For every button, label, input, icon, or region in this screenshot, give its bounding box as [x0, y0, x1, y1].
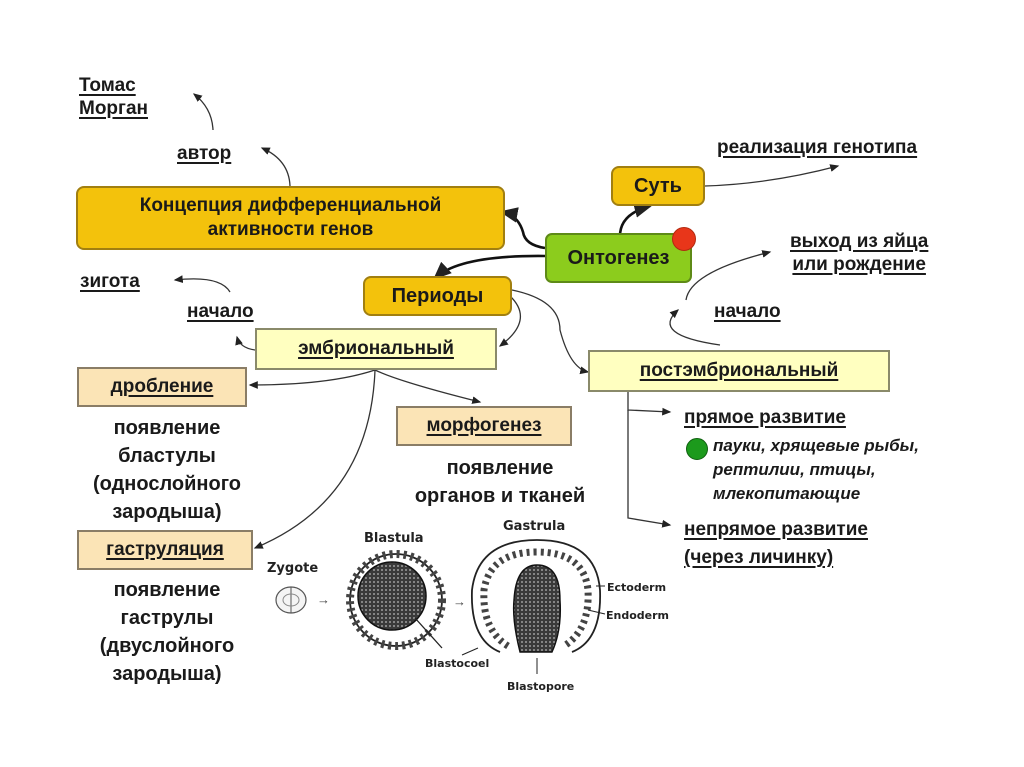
- gastr-desc-4: зародыша): [112, 663, 222, 685]
- arrow-start-to-hatch: [685, 250, 772, 301]
- direct-development-label: прямое развитие: [684, 407, 846, 428]
- arrow-icon-2: →: [453, 594, 466, 609]
- hatch-birth-label: выход из яйца или рождение: [790, 230, 928, 276]
- morphogenesis-box[interactable]: морфогенез: [396, 406, 572, 446]
- cleavage-desc-3: (однослойного: [93, 473, 241, 495]
- cleavage-desc-2: бластулы: [118, 445, 216, 467]
- gastrulation-description: появление гаструлы (двуслойного зародыша…: [72, 576, 262, 688]
- arrow-essence-to-genotype: [704, 164, 840, 187]
- concept-line-2: активности генов: [207, 219, 374, 240]
- red-dot-icon: [672, 227, 696, 251]
- genotype-realization-label: реализация генотипа: [717, 137, 918, 158]
- essence-box[interactable]: Суть: [611, 166, 705, 206]
- cleavage-desc-4: зародыша): [112, 501, 222, 523]
- arrow-author-to-morgan: [192, 93, 214, 131]
- author-label: автор: [177, 143, 232, 164]
- morphogenesis-label: морфогенез: [426, 415, 542, 436]
- green-dot-icon: [686, 438, 708, 460]
- direct-examples: пауки, хрящевые рыбы, рептилии, птицы, м…: [713, 434, 919, 506]
- arrow-periods-to-post: [511, 289, 590, 375]
- arrow-emb-to-gastrulation: [253, 369, 376, 549]
- examples-line-2: рептилии, птицы,: [713, 460, 876, 479]
- morphogenesis-description: появление органов и тканей: [400, 454, 600, 510]
- gastr-desc-2: гаструлы: [120, 607, 214, 629]
- ectoderm-caption: Ectoderm: [607, 581, 666, 594]
- morpho-desc-1: появление: [446, 457, 554, 479]
- gastrulation-box[interactable]: гаструляция: [77, 530, 253, 570]
- arrow-onto-to-periods: [433, 254, 546, 280]
- arrow-emb-to-morpho: [374, 369, 482, 404]
- gastr-desc-1: появление: [113, 579, 221, 601]
- postembryonic-label: постэмбриональный: [639, 360, 839, 381]
- arrow-onto-to-essence: [618, 202, 653, 237]
- postembryonic-box[interactable]: постэмбриональный: [588, 350, 890, 392]
- gastrulation-label: гаструляция: [106, 539, 224, 560]
- gastrula-caption: Gastrula: [503, 519, 565, 534]
- morgan-line-1: Томас: [79, 75, 136, 96]
- indirect-line-1: непрямое развитие: [684, 519, 868, 540]
- arrow-periods-to-embryonic: [498, 295, 522, 347]
- arrow-onto-to-concept: [499, 207, 546, 250]
- blastopore-caption: Blastopore: [507, 680, 574, 693]
- zygote-caption: Zygote: [267, 561, 318, 576]
- hatch-line-1: выход из яйца: [790, 231, 929, 252]
- morpho-desc-2: органов и тканей: [414, 485, 586, 507]
- blastocoel-caption: Blastocoel: [425, 657, 489, 670]
- cleavage-description: появление бластулы (однослойного зародыш…: [72, 414, 262, 526]
- concept-line-1: Концепция дифференциальной: [139, 195, 442, 216]
- start-postembryonic-label: начало: [714, 301, 781, 322]
- concept-box[interactable]: Концепция дифференциальной активности ге…: [76, 186, 505, 250]
- arrow-icon: →: [317, 592, 330, 607]
- endoderm-caption: Endoderm: [606, 609, 669, 622]
- arrow-concept-to-author: [260, 147, 291, 187]
- start-embryonic-label: начало: [187, 301, 254, 322]
- arrow-post-to-indirect: [627, 410, 672, 528]
- morgan-line-2: Морган: [79, 98, 148, 119]
- cleavage-label: дробление: [110, 376, 214, 397]
- tomas-morgan-label: Томас Морган: [79, 74, 148, 120]
- indirect-line-2: (через личинку): [684, 547, 834, 568]
- gastrula-drawing: [461, 539, 606, 674]
- blastula-caption: Blastula: [364, 531, 424, 546]
- gastr-desc-3: (двуслойного: [99, 635, 235, 657]
- hatch-line-2: или рождение: [792, 254, 926, 275]
- cleavage-box[interactable]: дробление: [77, 367, 247, 407]
- examples-line-3: млекопитающие: [713, 484, 861, 503]
- arrow-start-to-zygote: [173, 275, 231, 293]
- zygote-label: зигота: [80, 271, 140, 292]
- arrow-post-to-start: [669, 309, 721, 346]
- indirect-development-label: непрямое развитие (через личинку): [684, 516, 868, 572]
- ontogenesis-box[interactable]: Онтогенез: [545, 233, 692, 283]
- examples-line-1: пауки, хрящевые рыбы,: [713, 436, 919, 455]
- embryonic-label: эмбриональный: [298, 338, 454, 359]
- zygote-drawing: [275, 586, 307, 614]
- embryonic-box[interactable]: эмбриональный: [255, 328, 497, 370]
- arrow-emb-to-cleavage: [248, 369, 376, 389]
- periods-box[interactable]: Периоды: [363, 276, 512, 316]
- cleavage-desc-1: появление: [113, 417, 221, 439]
- blastula-drawing: [346, 550, 446, 650]
- arrow-embryonic-to-start: [235, 335, 256, 351]
